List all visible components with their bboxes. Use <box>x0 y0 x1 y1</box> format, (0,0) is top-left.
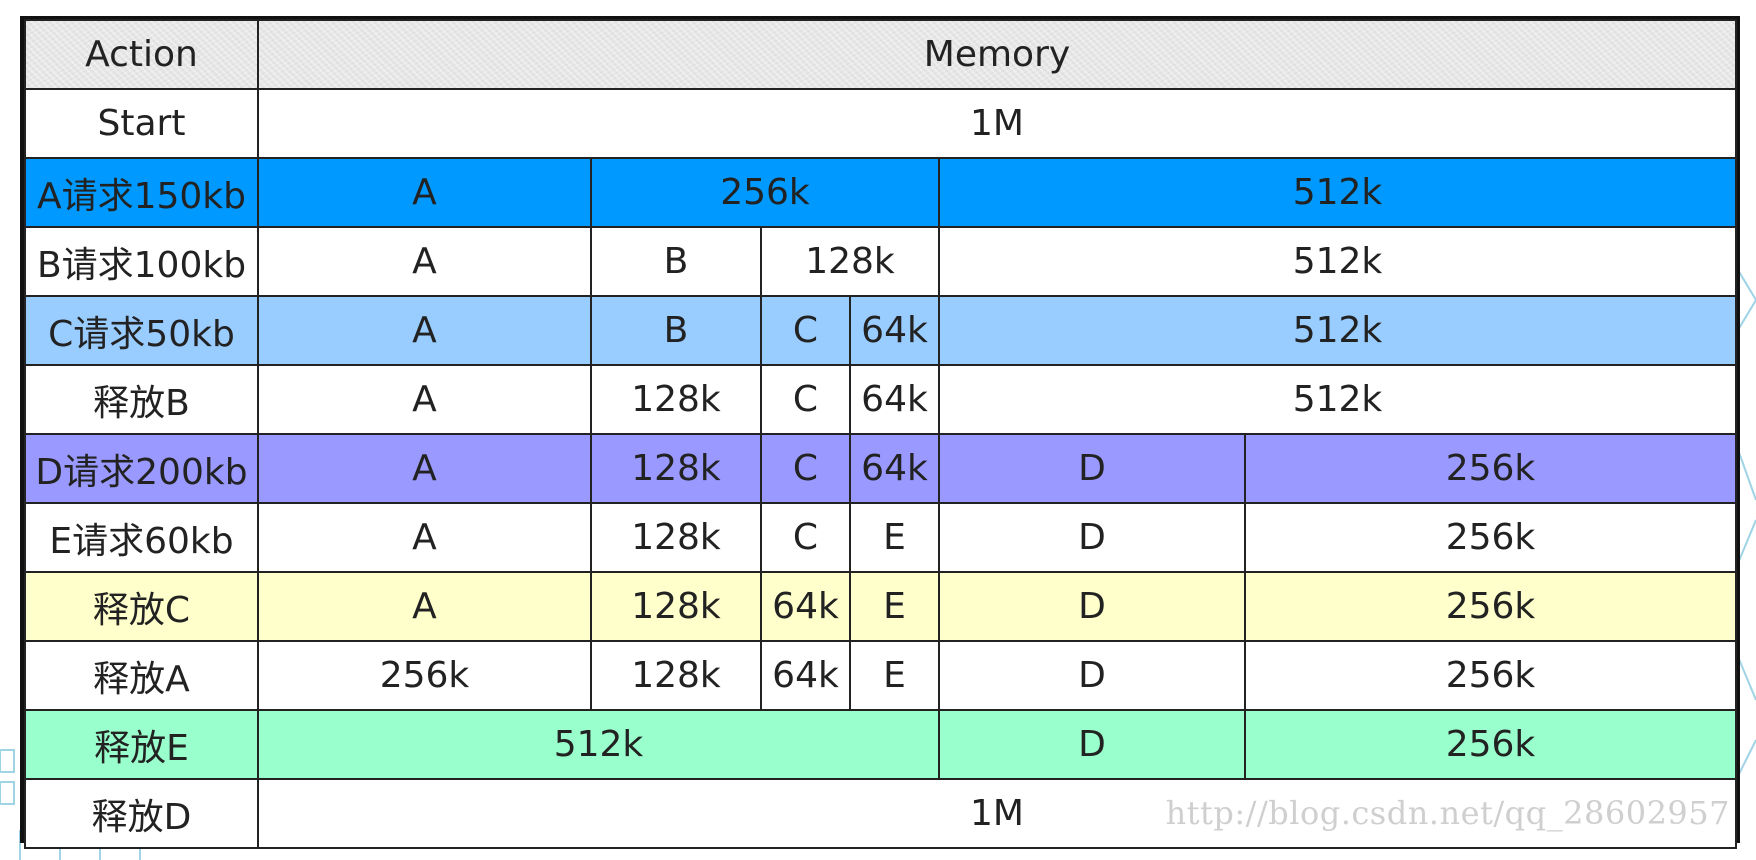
memory-block-cell: 256k <box>1244 502 1737 573</box>
memory-block-cell: D <box>938 433 1246 504</box>
memory-block-cell: 512k <box>938 226 1737 297</box>
memory-block-cell: A <box>257 226 592 297</box>
memory-block-cell: A <box>257 364 592 435</box>
memory-block-cell: D <box>938 640 1246 711</box>
memory-block-cell: 64k <box>760 571 851 642</box>
memory-block-cell: C <box>760 433 851 504</box>
action-cell: 释放E <box>24 709 259 780</box>
memory-block-cell: 128k <box>590 640 762 711</box>
action-cell: 释放D <box>24 778 259 849</box>
memory-block-cell: A <box>257 433 592 504</box>
memory-block-cell: 1M <box>257 778 1737 849</box>
memory-block-cell: C <box>760 295 851 366</box>
memory-block-cell: A <box>257 571 592 642</box>
memory-block-cell: E <box>849 640 940 711</box>
memory-header: Memory <box>257 19 1737 90</box>
memory-block-cell: 128k <box>590 364 762 435</box>
memory-block-cell: 1M <box>257 88 1737 159</box>
memory-block-cell: 256k <box>1244 640 1737 711</box>
memory-block-cell: 256k <box>257 640 592 711</box>
memory-block-cell: C <box>760 502 851 573</box>
action-cell: Start <box>24 88 259 159</box>
memory-block-cell: 64k <box>849 295 940 366</box>
action-cell: A请求150kb <box>24 157 259 228</box>
memory-block-cell: 64k <box>760 640 851 711</box>
memory-block-cell: E <box>849 502 940 573</box>
memory-block-cell: 256k <box>590 157 940 228</box>
memory-block-cell: D <box>938 571 1246 642</box>
watermark: http://blog.csdn.net/qq_28602957 <box>1165 794 1730 832</box>
action-cell: C请求50kb <box>24 295 259 366</box>
memory-block-cell: 128k <box>590 571 762 642</box>
memory-block-cell: 64k <box>849 433 940 504</box>
memory-block-cell: 128k <box>590 502 762 573</box>
memory-block-cell: 64k <box>849 364 940 435</box>
action-cell: B请求100kb <box>24 226 259 297</box>
action-cell: 释放C <box>24 571 259 642</box>
memory-block-cell: C <box>760 364 851 435</box>
memory-block-cell: E <box>849 571 940 642</box>
memory-block-cell: 512k <box>938 157 1737 228</box>
memory-block-cell: 512k <box>938 364 1737 435</box>
memory-block-cell: D <box>938 709 1246 780</box>
memory-block-cell: B <box>590 226 762 297</box>
memory-block-cell: 128k <box>760 226 940 297</box>
memory-block-cell: D <box>938 502 1246 573</box>
header-row: Action Memory <box>24 19 1737 90</box>
memory-block-cell: 512k <box>257 709 940 780</box>
action-cell: 释放B <box>24 364 259 435</box>
memory-block-cell: B <box>590 295 762 366</box>
action-cell: 释放A <box>24 640 259 711</box>
memory-block-cell: 256k <box>1244 571 1737 642</box>
action-header: Action <box>24 19 259 90</box>
memory-block-cell: A <box>257 502 592 573</box>
action-cell: D请求200kb <box>24 433 259 504</box>
memory-block-cell: 256k <box>1244 709 1737 780</box>
memory-block-cell: 256k <box>1244 433 1737 504</box>
memory-block-cell: A <box>257 295 592 366</box>
memory-block-cell: 128k <box>590 433 762 504</box>
memory-block-cell: A <box>257 157 592 228</box>
memory-block-cell: 512k <box>938 295 1737 366</box>
action-cell: E请求60kb <box>24 502 259 573</box>
